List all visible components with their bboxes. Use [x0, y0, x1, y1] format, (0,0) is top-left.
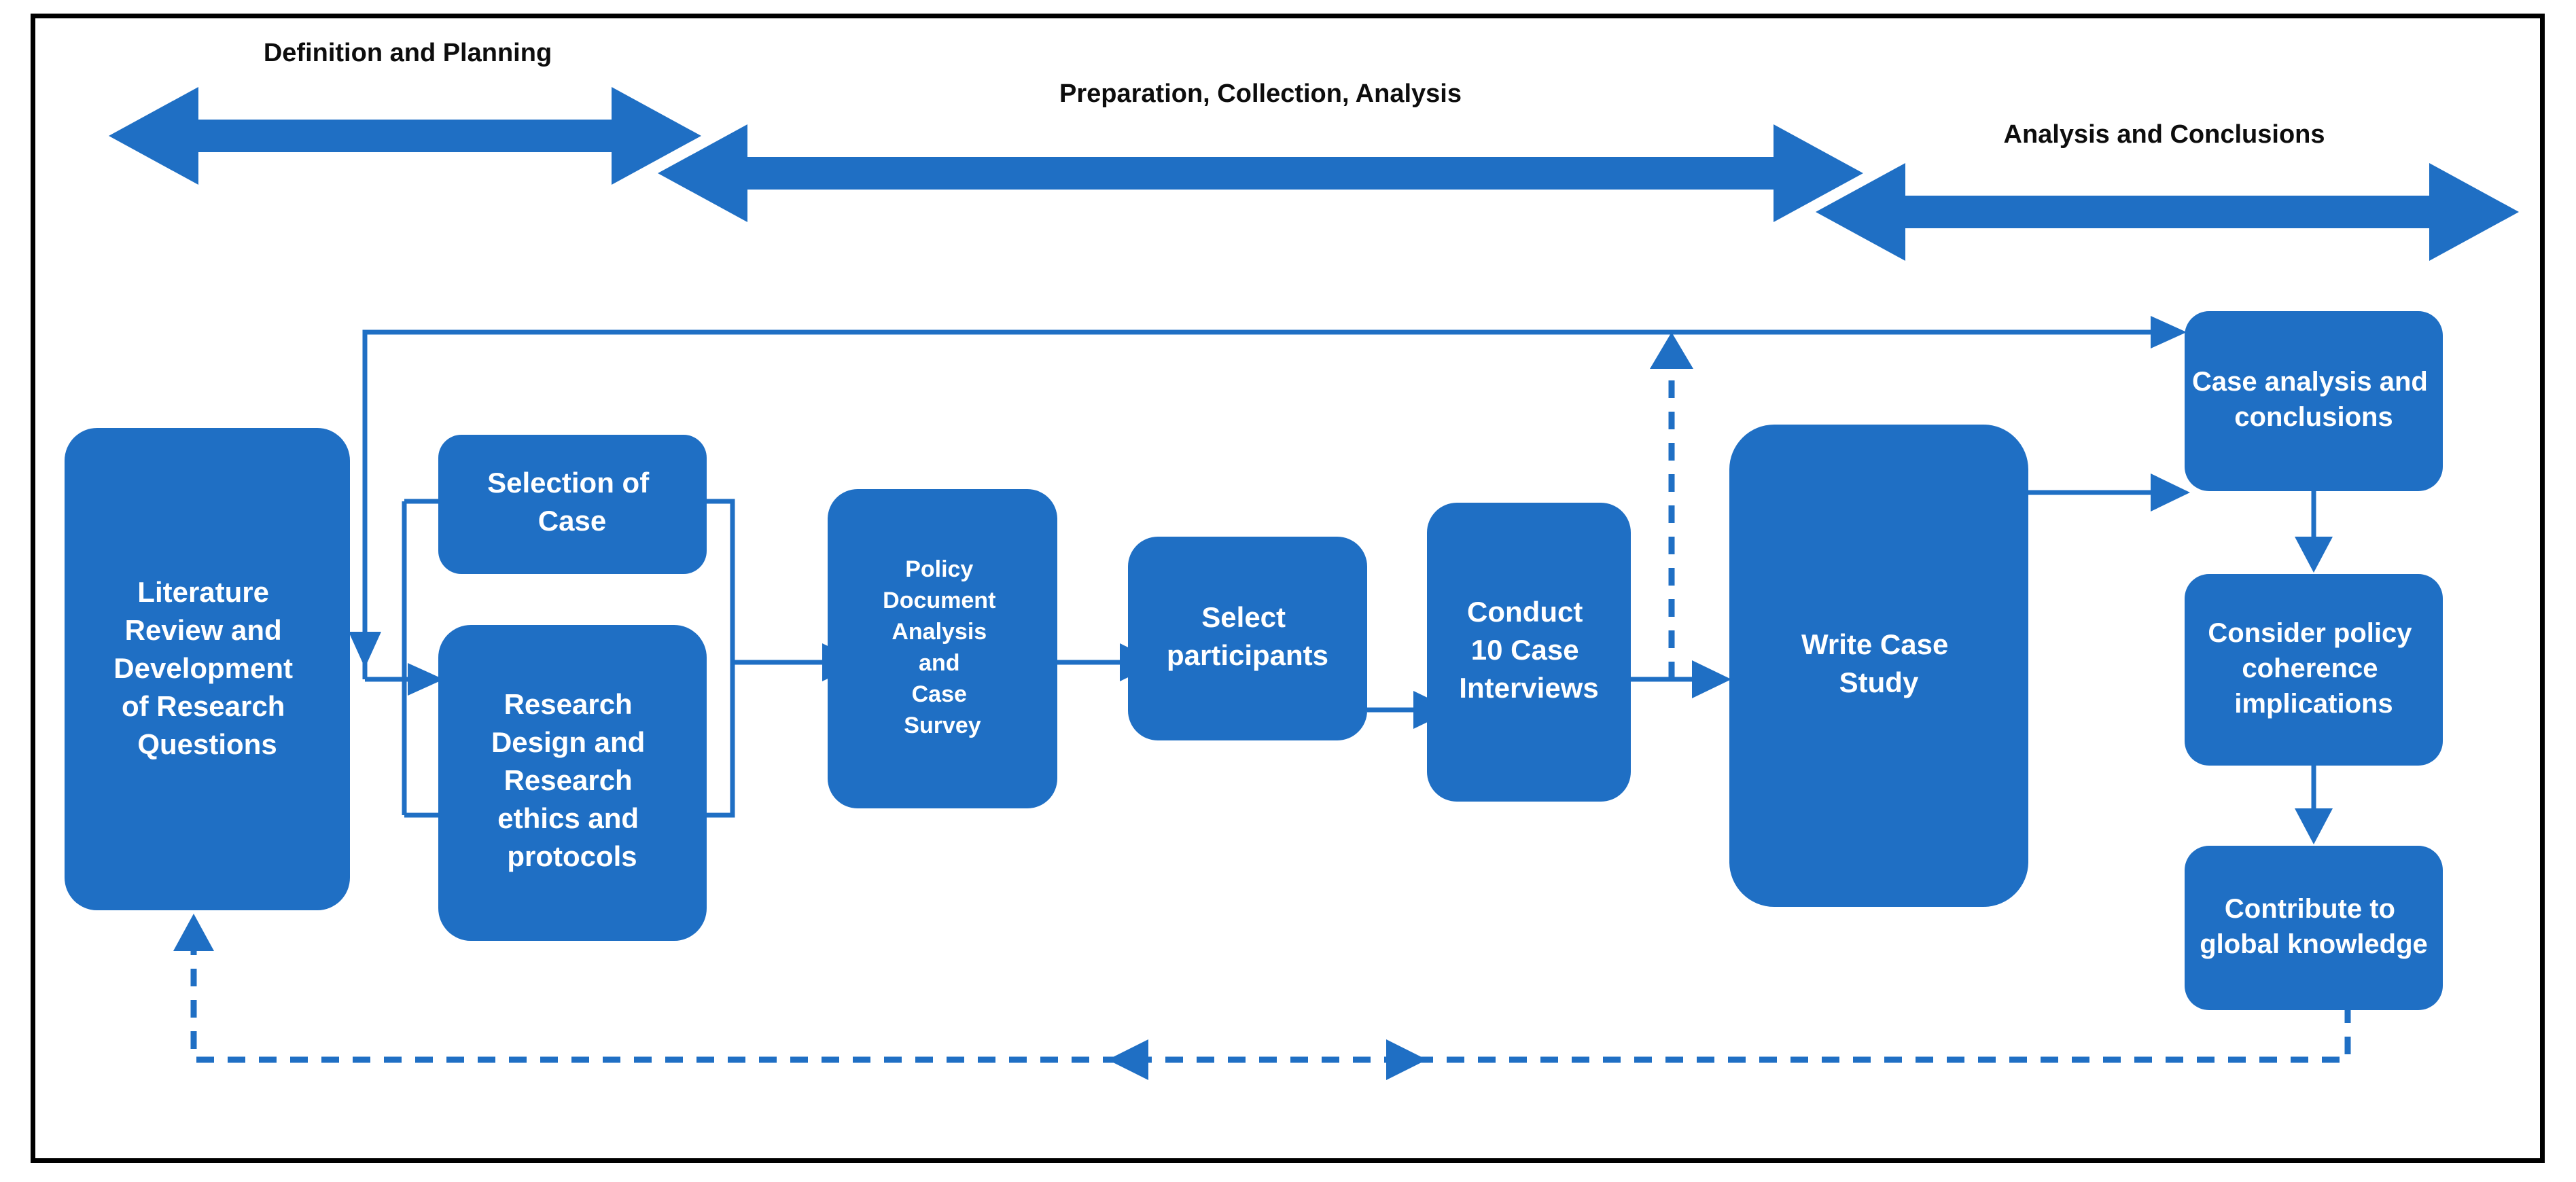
node-write-case-study-label: Write Case Study	[1801, 628, 1956, 698]
edge-case-analysis-to-policy-coherence	[2295, 490, 2333, 573]
node-conduct-interviews-label: Conduct 10 Case Interviews	[1459, 596, 1598, 704]
node-policy-document-analysis-rect[interactable]	[828, 489, 1057, 808]
band-arrow-definition-planning-shape	[109, 87, 701, 185]
edge-literature-to-bracket-down	[349, 332, 381, 668]
node-conduct-interviews[interactable]: Conduct 10 Case Interviews	[1427, 503, 1631, 802]
edge-literature-to-left-bracket	[365, 499, 444, 818]
node-policy-document-analysis-label: Policy Document Analysis and Case Survey	[883, 556, 1002, 738]
edge-interviews-feedback-up	[1650, 332, 1693, 679]
node-selection-of-case-label: Selection of Case	[487, 467, 657, 537]
phase-band-preparation-collection-analysis: Preparation, Collection, Analysis	[658, 79, 1863, 222]
edge-write-to-case-analysis	[2028, 473, 2190, 512]
node-select-participants-rect[interactable]	[1128, 537, 1367, 740]
node-conduct-interviews-rect[interactable]	[1427, 503, 1631, 802]
phase-band-definition-planning: Definition and Planning	[109, 39, 701, 185]
phase-band-preparation-label: Preparation, Collection, Analysis	[1059, 79, 1462, 108]
edge-policy-coherence-to-contribute	[2295, 764, 2333, 844]
node-contribute-global-knowledge-rect[interactable]	[2185, 846, 2443, 1010]
edge-contribute-feedback-to-literature	[173, 914, 2351, 1080]
node-case-analysis-conclusions[interactable]: Case analysis and conclusions	[2185, 311, 2443, 491]
node-consider-policy-coherence-rect[interactable]	[2185, 574, 2443, 766]
phase-band-analysis-conclusions: Analysis and Conclusions	[1816, 120, 2519, 261]
node-policy-document-analysis[interactable]: Policy Document Analysis and Case Survey	[828, 489, 1057, 808]
node-selection-of-case[interactable]: Selection of Case	[438, 435, 707, 574]
node-selection-of-case-rect[interactable]	[438, 435, 707, 574]
node-research-design-rect[interactable]	[438, 625, 707, 941]
node-contribute-global-knowledge-label: Contribute to global knowledge	[2200, 894, 2428, 959]
node-write-case-study[interactable]: Write Case Study	[1729, 425, 2028, 907]
node-consider-policy-coherence[interactable]: Consider policy coherence implications	[2185, 574, 2443, 766]
node-select-participants[interactable]: Select participants	[1128, 537, 1367, 740]
node-literature-review-label: Literature Review and Development of Res…	[113, 576, 300, 760]
node-case-analysis-conclusions-label: Case analysis and conclusions	[2192, 367, 2435, 432]
node-literature-review-rect[interactable]	[65, 428, 350, 910]
node-consider-policy-coherence-label: Consider policy coherence implications	[2208, 618, 2419, 719]
phase-band-analysis-conclusions-label: Analysis and Conclusions	[2004, 120, 2325, 149]
node-research-design-label: Research Design and Research ethics and …	[491, 688, 653, 872]
node-case-analysis-conclusions-rect[interactable]	[2185, 311, 2443, 491]
edge-interviews-to-write	[1631, 660, 1731, 698]
band-arrow-analysis-conclusions-shape	[1816, 163, 2519, 261]
node-contribute-global-knowledge[interactable]: Contribute to global knowledge	[2185, 846, 2443, 1010]
phase-band-definition-planning-label: Definition and Planning	[264, 39, 552, 67]
node-select-participants-label: Select participants	[1167, 601, 1328, 671]
node-research-design[interactable]: Research Design and Research ethics and …	[438, 625, 707, 941]
node-literature-review[interactable]: Literature Review and Development of Res…	[65, 428, 350, 910]
node-write-case-study-rect[interactable]	[1729, 425, 2028, 907]
band-arrow-preparation-shape	[658, 124, 1863, 222]
